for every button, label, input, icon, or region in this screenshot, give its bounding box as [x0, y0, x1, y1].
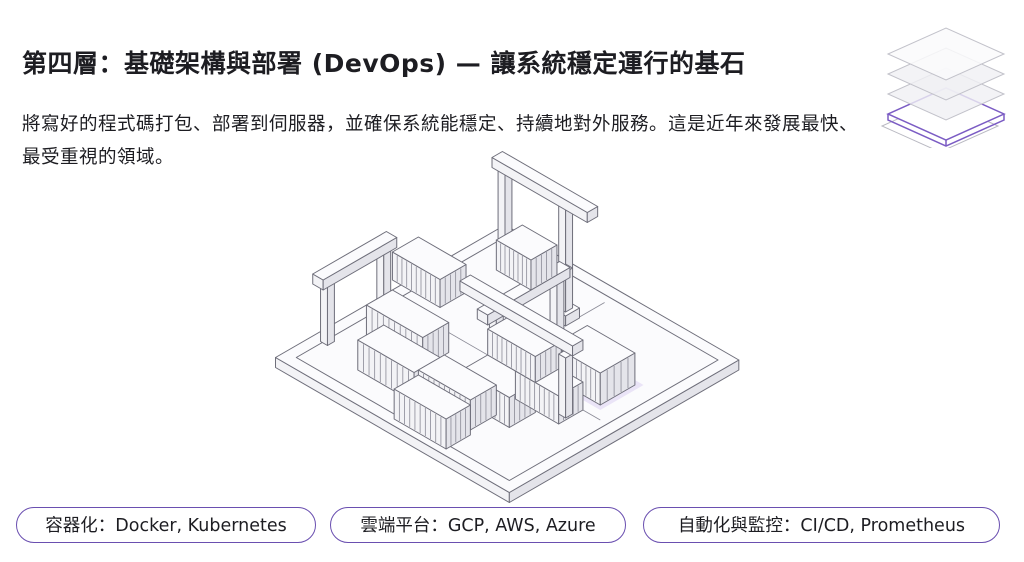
tag-automation-monitoring: 自動化與監控：CI/CD, Prometheus — [643, 507, 1000, 543]
crane-beam-top — [312, 231, 398, 281]
container-back-top — [495, 224, 558, 261]
container-left-top-top — [391, 236, 467, 280]
crane-beam-front-top — [459, 274, 584, 347]
stacked-layers-icon — [880, 27, 1006, 148]
crane-beam-top — [491, 151, 599, 213]
platform-track — [295, 236, 719, 481]
container-front-a-top — [417, 354, 497, 401]
tag-containerization: 容器化：Docker, Kubernetes — [16, 507, 316, 543]
crane-leg-end — [326, 281, 335, 346]
slide-description: 將寫好的程式碼打包、部署到伺服器，並確保系統能穩定、持續地對外服務。這是近年來發… — [22, 114, 859, 168]
crane-leg-side — [558, 353, 567, 419]
crane-leg-end — [565, 353, 574, 419]
crane-leg-side — [320, 281, 328, 346]
tag-cloud-platforms: 雲端平台：GCP, AWS, Azure — [330, 507, 626, 543]
slide-title: 第四層：基礎架構與部署 (DevOps) — 讓系統穩定運行的基石 — [22, 49, 746, 78]
crane-leg-side — [497, 168, 506, 244]
container-front-b-top — [393, 374, 471, 420]
container-left-top — [365, 289, 450, 338]
container-left-front-top — [357, 324, 441, 373]
